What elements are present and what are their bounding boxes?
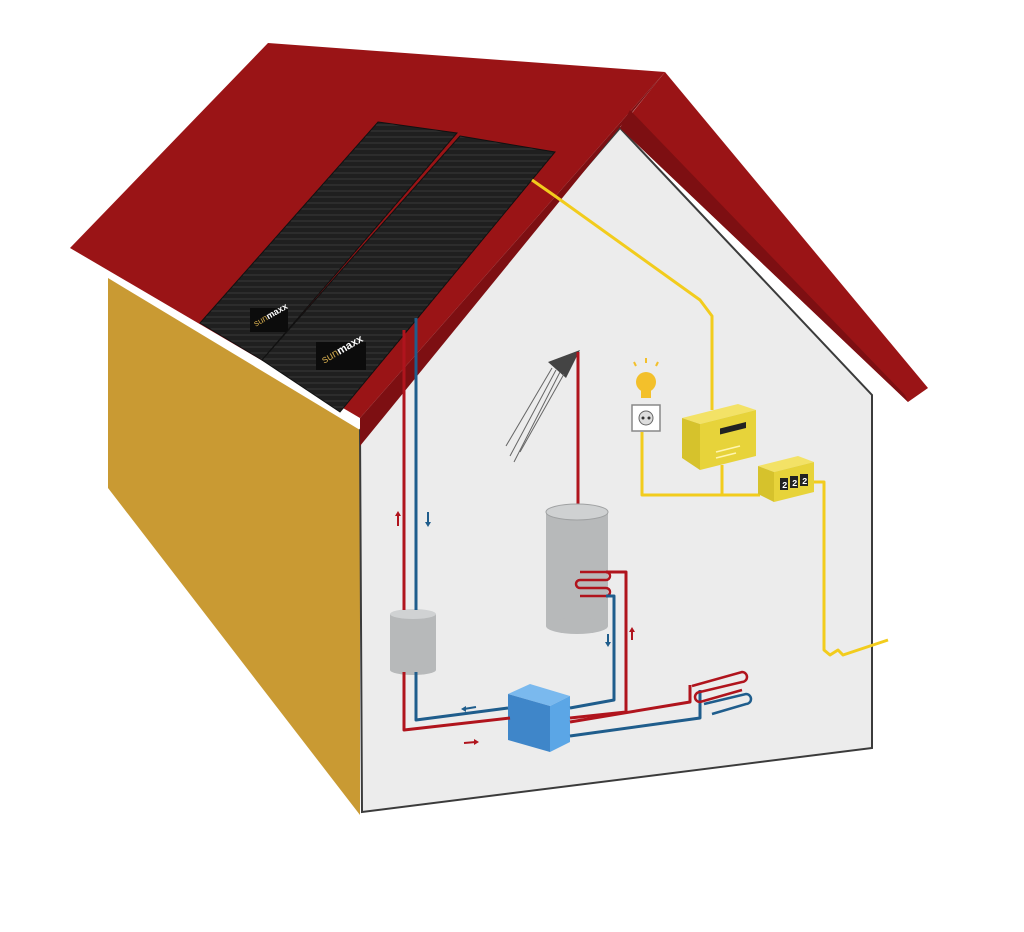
meter-digit-1: 2 <box>782 481 787 491</box>
meter-to-grid-wire <box>812 480 889 657</box>
roof-right-slope <box>620 72 928 402</box>
hot-water-tank <box>545 503 612 634</box>
hot-pipes <box>402 330 692 732</box>
shower-head-icon <box>505 350 580 510</box>
panel-logo-left <box>250 308 288 332</box>
lightbulb-icon <box>633 358 659 398</box>
solar-panel-left: sunmaxx <box>199 121 458 361</box>
meter-digit-2: 2 <box>792 479 797 489</box>
floor-heating-coil <box>691 670 753 716</box>
roof-edge-left <box>360 72 665 446</box>
arrow-down-cold <box>425 512 431 527</box>
arrow-up-hot-tank <box>629 627 635 640</box>
heat-pump-cube <box>508 684 570 752</box>
solar-panel-right: sunmaxx <box>261 135 556 413</box>
arrow-left-cold <box>461 706 477 712</box>
electric-wiring <box>531 178 889 657</box>
panel-logo-right <box>316 342 366 370</box>
inverter-display <box>720 422 746 435</box>
cold-pipes <box>414 318 702 738</box>
arrow-down-cold-tank <box>605 634 611 647</box>
electricity-meter: 2 2 2 <box>758 456 814 502</box>
flow-arrows <box>395 511 635 745</box>
arrow-up-hot <box>395 511 401 526</box>
panel-to-inverter-wire <box>531 178 714 410</box>
meter-digit-3: 2 <box>802 477 807 487</box>
buffer-tank <box>390 609 436 675</box>
roof-right-slope-shade <box>620 110 908 402</box>
tank-coil <box>574 570 612 598</box>
inverter-box <box>682 404 756 470</box>
power-socket-icon <box>631 404 661 432</box>
arrow-right-hot <box>463 739 479 745</box>
side-wall <box>108 278 360 815</box>
